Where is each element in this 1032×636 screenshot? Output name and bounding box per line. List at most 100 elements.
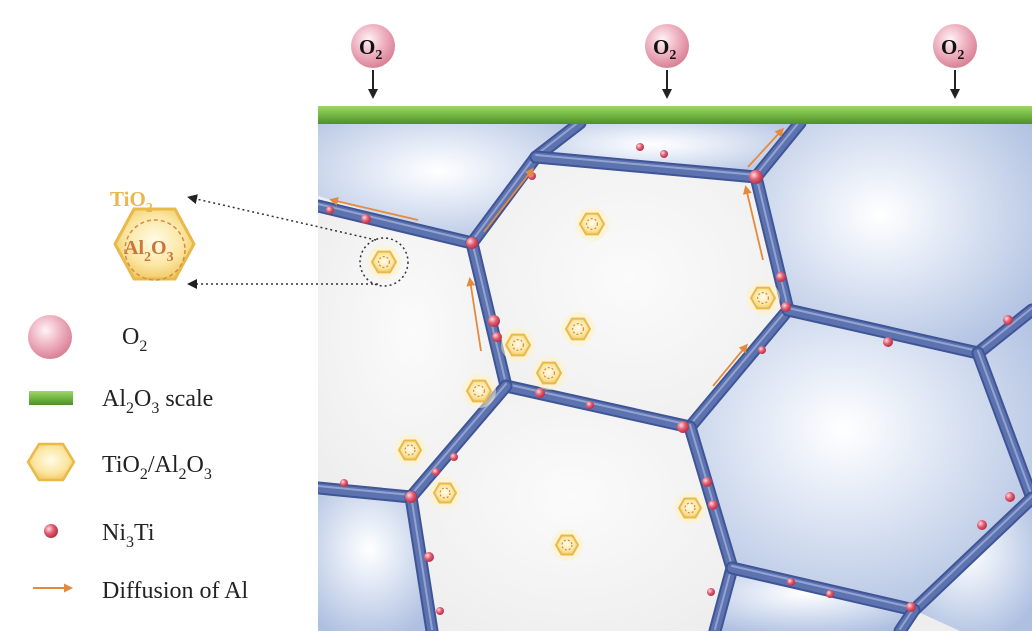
- grain-boundary: [783, 305, 983, 358]
- oxide-particle: [429, 477, 461, 509]
- gamma-grain: [411, 386, 732, 631]
- ni3ti-precipitate: [636, 143, 644, 151]
- legend-label-particle: TiO2/Al2O3: [102, 452, 212, 483]
- grain-boundary-highlight: [535, 123, 580, 156]
- ni3ti-precipitate: [405, 491, 417, 503]
- gamma-prime-grain: [715, 568, 914, 631]
- legend-label-o2: O2: [122, 324, 147, 355]
- grain-boundary-highlight: [410, 494, 433, 630]
- grain-boundary-highlight: [535, 154, 757, 176]
- al-diffusion-arrow: [712, 343, 748, 387]
- oxygen-molecule: O2: [351, 24, 395, 99]
- oxygen-label: O2: [653, 35, 676, 63]
- gamma-prime-grain: [536, 123, 800, 177]
- ni3ti-precipitate: [586, 401, 594, 409]
- grain-boundary-highlight: [755, 174, 789, 309]
- zoom-particle-core: [124, 219, 186, 281]
- oxide-particle: [394, 434, 426, 466]
- oxygen-label: O2: [941, 35, 964, 63]
- oxygen-molecule: O2: [645, 24, 689, 99]
- gamma-prime-grain: [318, 495, 432, 631]
- al-diffusion-arrow: [466, 277, 482, 352]
- legend-o2-symbol: [28, 315, 72, 359]
- grain-boundary-highlight: [787, 307, 979, 352]
- legend-ni3ti-symbol: [44, 524, 58, 538]
- grain-boundary-highlight: [471, 240, 507, 385]
- legend-particle-symbol: [26, 442, 76, 482]
- grain-boundary: [318, 483, 416, 502]
- legend: O2 Al2O3 scale TiO2/Al2O3 Ni3Ti Diffusio…: [26, 315, 249, 604]
- ni3ti-precipitate: [340, 479, 348, 487]
- oxygen-molecule: O2: [933, 24, 977, 99]
- al-diffusion-arrows: [329, 127, 785, 387]
- grain-boundary-highlight: [318, 485, 412, 496]
- ni3ti-precipitate: [488, 315, 500, 327]
- ni3ti-precipitate: [660, 150, 668, 158]
- oxide-particle: [575, 207, 609, 241]
- ni3ti-precipitate: [535, 388, 545, 398]
- ni3ti-precipitate: [883, 337, 893, 347]
- ni3ti-precipitate: [326, 206, 334, 214]
- grain-boundary-highlight: [689, 424, 733, 567]
- ni3ti-precipitate: [906, 602, 916, 612]
- microstructure-panel: [318, 123, 1032, 631]
- zoom-particle-inner-label: Al2O3: [124, 237, 174, 265]
- ni3ti-precipitate: [677, 421, 689, 433]
- grain-boundary: [318, 201, 477, 248]
- oxide-particle: [501, 328, 535, 362]
- ni3ti-precipitate: [432, 468, 440, 476]
- oxide-particles: [367, 207, 780, 561]
- grain-boundary: [531, 152, 761, 182]
- al2o3-scale-layer: [318, 106, 1032, 124]
- grain-boundary-highlight: [755, 123, 800, 176]
- grain-boundary: [895, 605, 919, 631]
- grain-boundary: [685, 305, 793, 432]
- ni3ti-precipitate: [702, 477, 712, 487]
- legend-scale-symbol: [29, 391, 73, 405]
- grain-boundary-highlight: [731, 565, 915, 609]
- oxide-particle: [551, 529, 583, 561]
- oxide-particle: [674, 492, 706, 524]
- al-diffusion-arrow: [329, 196, 419, 221]
- al-diffusion-arrow: [747, 127, 785, 168]
- ni3ti-precipitate: [466, 237, 478, 249]
- ni3ti-precipitate: [758, 346, 766, 354]
- gamma-prime-grain: [690, 310, 1032, 610]
- ni3ti-precipitate: [1003, 315, 1013, 325]
- ni3ti-precipitate: [749, 170, 763, 184]
- zoom-line-top: [187, 194, 377, 241]
- grain-boundary: [909, 493, 1032, 615]
- oxide-particle: [367, 245, 401, 279]
- grain-boundary: [406, 381, 511, 502]
- al-diffusion-arrow: [483, 167, 534, 233]
- gamma-prime-grain: [756, 123, 1032, 353]
- grain-boundaries: [318, 123, 1032, 631]
- al-diffusion-arrow: [742, 185, 764, 261]
- ni3ti-precipitate: [781, 302, 791, 312]
- oxide-particle: [462, 374, 496, 408]
- grain-boundary-highlight: [318, 203, 473, 242]
- grain-boundary-highlight: [977, 307, 1032, 352]
- oxygen-label: O2: [359, 35, 382, 63]
- zoom-target-circle: [359, 237, 409, 287]
- ni3ti-precipitate: [1005, 492, 1015, 502]
- ni3ti-precipitate: [787, 578, 795, 586]
- grain-boundary-highlight: [689, 307, 789, 426]
- ni3ti-precipitate: [424, 552, 434, 562]
- grain-boundary: [751, 123, 805, 182]
- ni3ti-precipitate: [707, 588, 715, 596]
- oxide-particle: [746, 281, 780, 315]
- legend-label-scale: Al2O3 scale: [102, 386, 213, 417]
- oxygen-molecules: O2 O2 O2: [351, 24, 977, 99]
- grain-boundary: [973, 305, 1032, 358]
- gamma-grain: [318, 196, 506, 497]
- ni3ti-precipitate: [776, 272, 786, 282]
- grain-boundary-highlight: [977, 350, 1032, 497]
- ni3ti-precipitate: [361, 214, 371, 224]
- zoom-particle-outer-label: TiO2: [110, 187, 153, 216]
- ni3ti-precipitate: [450, 453, 458, 461]
- ni3ti-precipitate: [977, 520, 987, 530]
- legend-label-diffusion: Diffusion of Al: [102, 578, 249, 604]
